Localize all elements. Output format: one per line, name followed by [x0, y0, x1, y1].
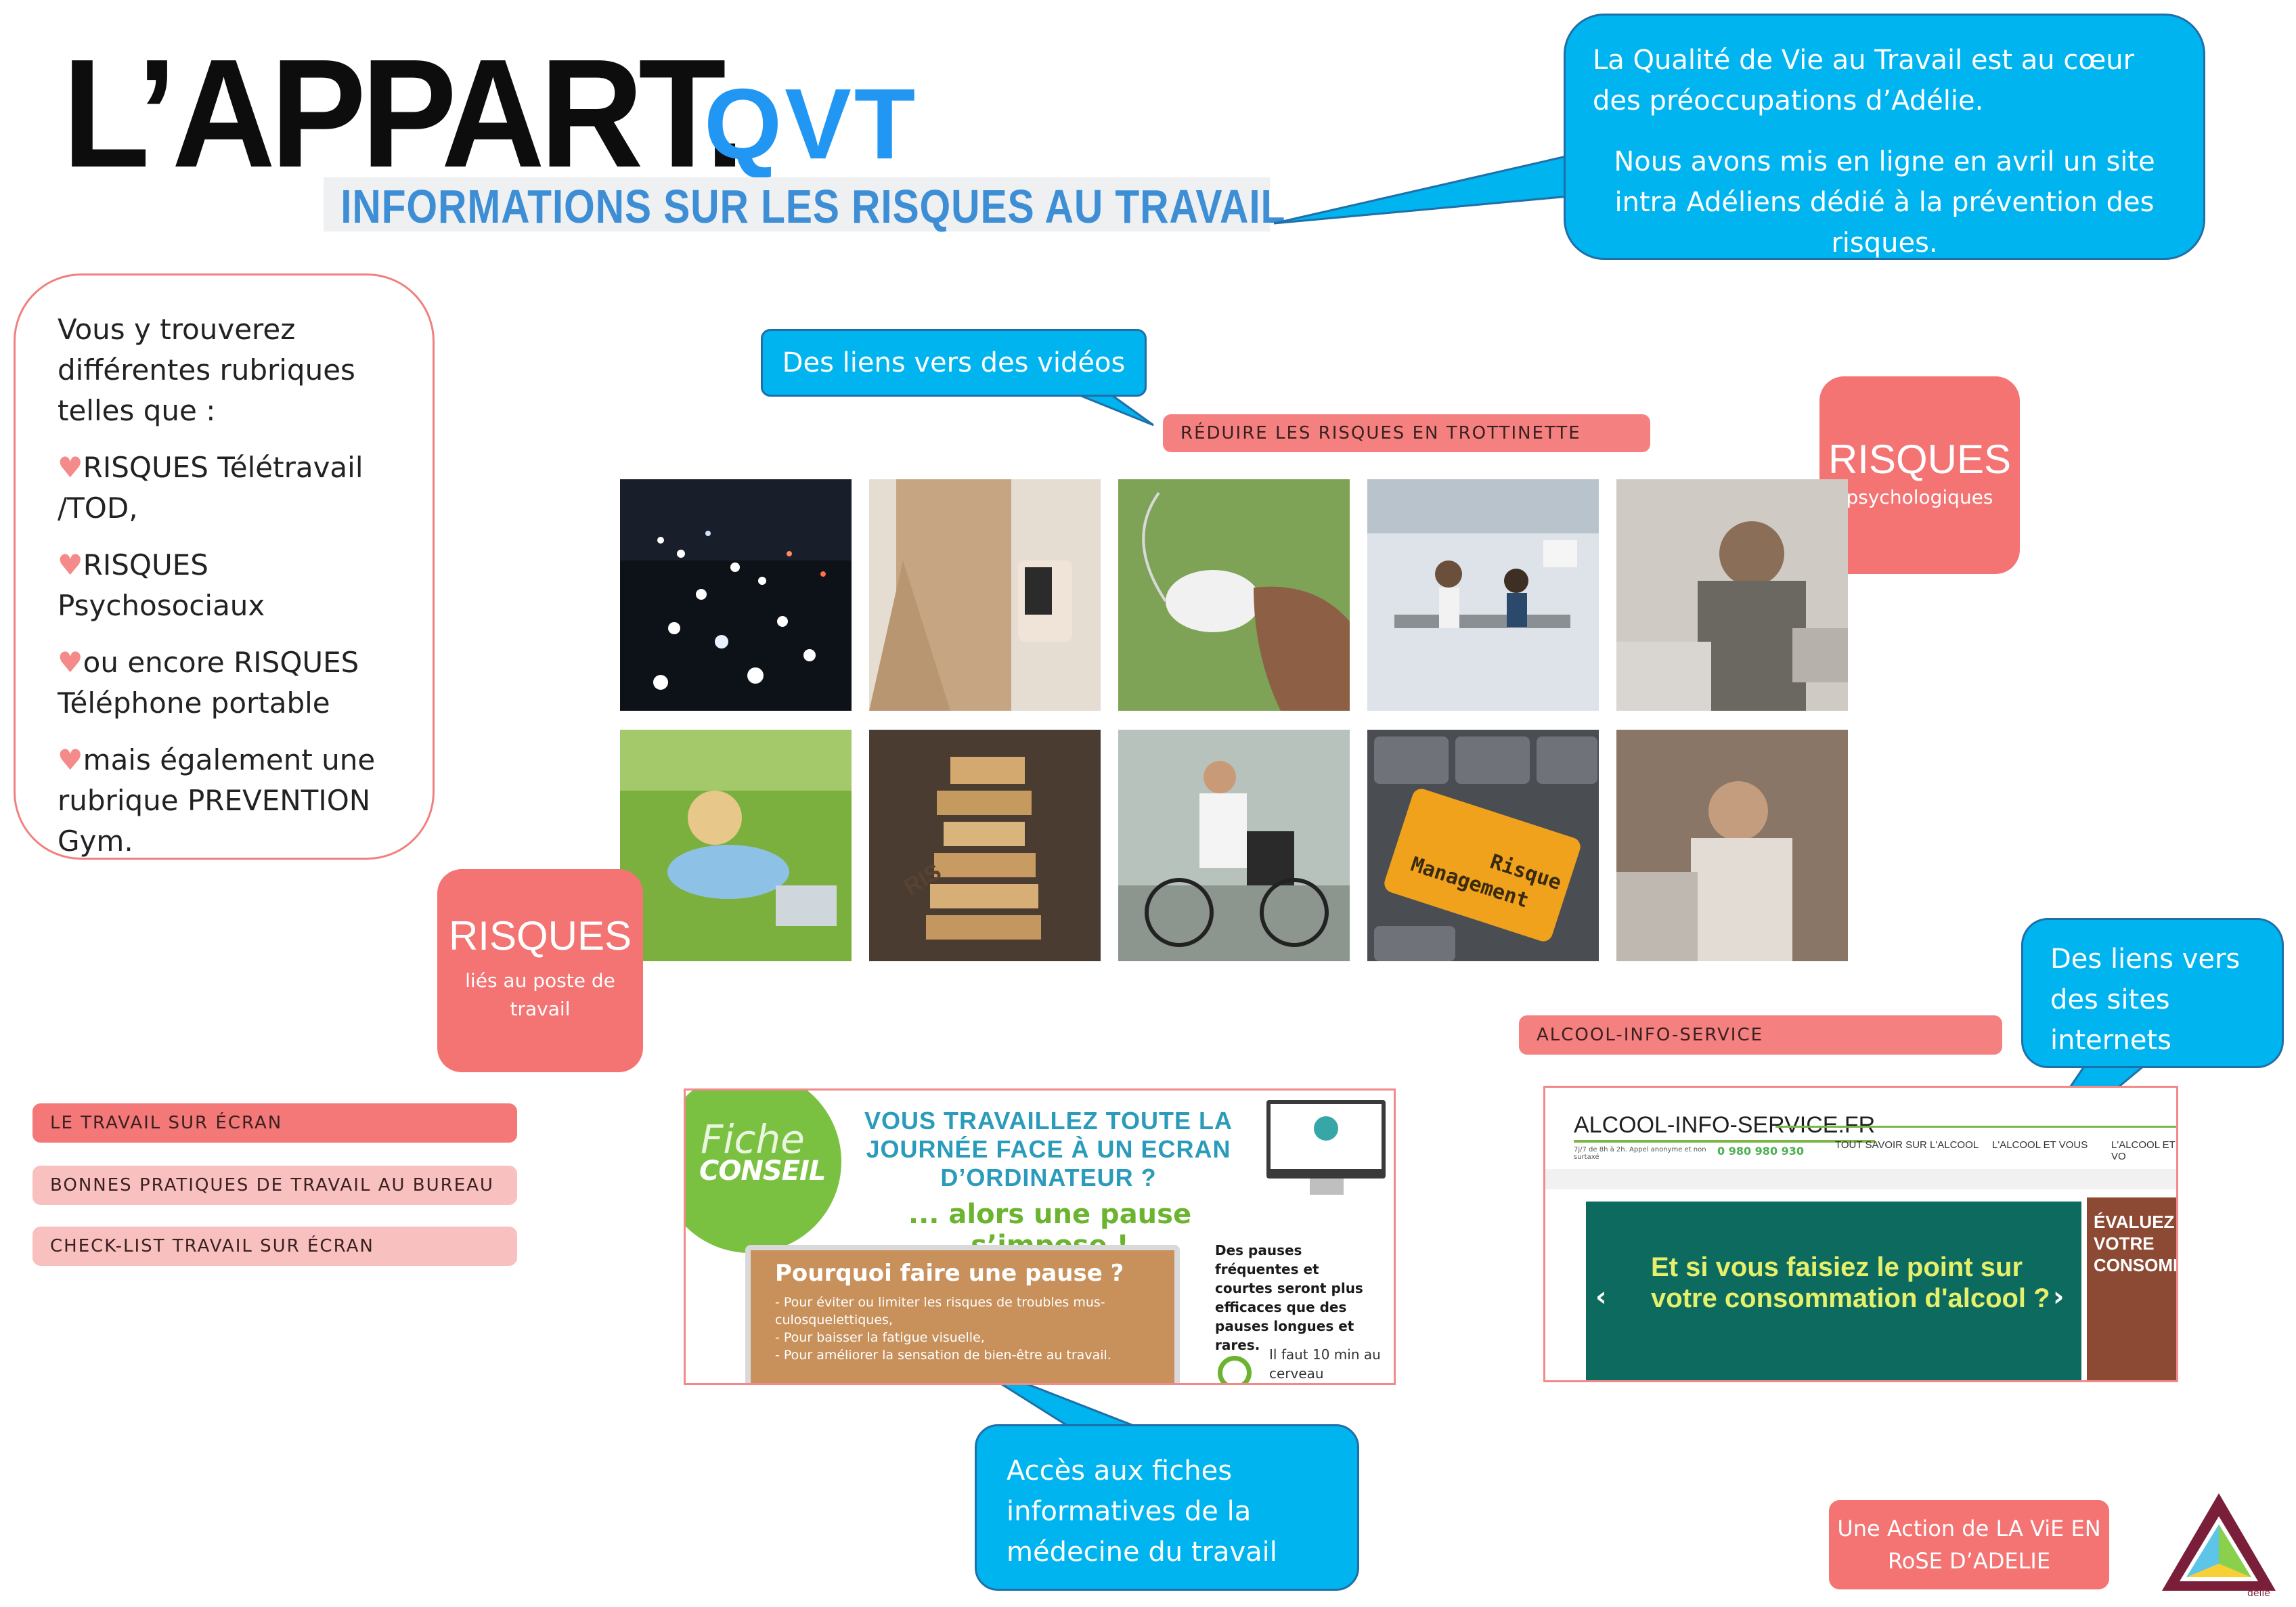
alcool-side-panel: ÉVALUEZ VOTRE CONSOMMA	[2087, 1197, 2176, 1380]
fiche-tag-strong: CONSEIL	[699, 1155, 826, 1187]
risques-psychologiques-button[interactable]: RISQUES psychologiques	[1819, 376, 2020, 574]
photo-jenga-risk[interactable]: RIS	[869, 730, 1101, 961]
rubriques-intro: Vous y trouverez différentes rubriques t…	[58, 313, 355, 427]
rubrique-item: ♥mais également une rubrique PREVENTION …	[58, 743, 376, 858]
page-subtitle-text: INFORMATIONS SUR LES RISQUES AU TRAVAIL	[340, 180, 1286, 233]
rubrique-item: ♥RISQUES Psychosociaux	[58, 548, 265, 622]
checklist-ecran-link[interactable]: CHECK-LIST TRAVAIL SUR ÉCRAN	[32, 1227, 517, 1266]
heart-icon: ♥	[58, 451, 83, 484]
logo-accent: QVT	[704, 68, 919, 180]
fiche-board-line: culosquelettiques,	[775, 1313, 893, 1327]
intro-line-2: Nous avons mis en ligne en avril un site…	[1614, 146, 2155, 259]
alcool-hero: ‹ Et si vous faisiez le point sur votre …	[1586, 1202, 2081, 1380]
rubrique-item: ♥RISQUES Télétravail /TOD,	[58, 451, 363, 525]
logo-wordmark: L’APPART.	[62, 28, 745, 200]
alcool-gray-bar	[1545, 1169, 2176, 1189]
photo-cyclist[interactable]	[1118, 730, 1350, 961]
monitor-icon	[1266, 1100, 1386, 1179]
intro-line-1: La Qualité de Vie au Travail est au cœur…	[1593, 45, 2135, 116]
photo-woman-grass[interactable]	[620, 730, 852, 961]
photo-traffic-night[interactable]	[620, 479, 852, 711]
monitor-logo	[1314, 1116, 1338, 1141]
intro-bubble: La Qualité de Vie au Travail est au cœur…	[1564, 14, 2205, 260]
sites-callout: Des liens vers des sites internets	[2021, 918, 2284, 1068]
heart-icon: ♥	[58, 743, 83, 776]
trottinette-link[interactable]: RÉDUIRE LES RISQUES EN TROTTINETTE	[1163, 414, 1650, 452]
tail-videos	[1076, 393, 1154, 426]
risques-poste-button[interactable]: RISQUES liés au poste de travail	[437, 869, 643, 1072]
risk-title: RISQUES	[448, 913, 632, 959]
adelie-logo-icon: délie	[2162, 1493, 2276, 1598]
alcool-side-text: ÉVALUEZ VOTRE CONSOMMA	[2094, 1212, 2176, 1275]
rubrique-item: ♥ou encore RISQUES Téléphone portable	[58, 646, 359, 720]
fiche-conseil-preview[interactable]: Fiche CONSEIL VOUS TRAVAILLEZ TOUTE LA J…	[684, 1088, 1396, 1385]
alcool-site-logo: ALCOOL-INFO-SERVICE.FR	[1574, 1112, 1876, 1143]
bonnes-pratiques-link[interactable]: BONNES PRATIQUES DE TRAVAIL AU BUREAU	[32, 1166, 517, 1205]
fiche-board-title: Pourquoi faire une pause ?	[775, 1260, 1124, 1287]
videos-callout: Des liens vers des vidéos	[761, 329, 1147, 397]
chevron-left-icon: ‹	[1595, 1281, 1607, 1313]
alcool-hero-text: Et si vous faisiez le point sur votre co…	[1651, 1252, 2050, 1313]
risk-subtitle: liés au poste de travail	[465, 969, 615, 1020]
fiches-callout: Accès aux fiches informatives de la méde…	[975, 1424, 1359, 1591]
fiche-headline: VOUS TRAVAILLEZ TOUTE LA JOURNÉE FACE À …	[864, 1107, 1233, 1191]
logo-text: délie	[2247, 1588, 2270, 1598]
fiche-board-line: - Pour éviter ou limiter les risques de …	[775, 1295, 1105, 1310]
alcool-menu-bar	[1775, 1126, 2176, 1128]
monitor-stand	[1310, 1179, 1344, 1195]
risk-title: RISQUES	[1828, 437, 2012, 482]
rubriques-box: Vous y trouverez différentes rubriques t…	[14, 273, 435, 860]
photo-keyboard-risk[interactable]: Risque Management	[1367, 730, 1599, 961]
risk-subtitle: psychologiques	[1846, 486, 1993, 508]
heart-icon: ♥	[58, 548, 83, 581]
action-badge: Une Action de LA ViE EN RoSE D’ADELIE	[1829, 1500, 2109, 1589]
fiche-board-line: - Pour améliorer la sensation de bien-êt…	[775, 1348, 1111, 1363]
photo-phone-user[interactable]	[869, 479, 1101, 711]
alcool-menu-item: L'ALCOOL ET VO	[2111, 1139, 2176, 1162]
photo-office-team[interactable]	[1367, 479, 1599, 711]
alcool-site-phone: 0 980 980 930	[1717, 1145, 1805, 1158]
tail-intro	[1273, 154, 1570, 225]
alcool-menu-item: L'ALCOOL ET VOUS	[1992, 1139, 2088, 1151]
photo-laptop-man[interactable]	[1616, 730, 1848, 961]
fiche-board-line: - Pour baisser la fatigue visuelle,	[775, 1330, 985, 1345]
fiche-side-text: Des pauses fréquentes et courtes seront …	[1215, 1242, 1363, 1353]
alcool-site-preview[interactable]: ALCOOL-INFO-SERVICE.FR 7j/7 de 8h à 2h. …	[1543, 1086, 2178, 1382]
fiche-tag: Fiche	[701, 1116, 805, 1162]
fiche-side-text-2: Il faut 10 min au cerveau	[1269, 1346, 1381, 1382]
alcool-info-service-link[interactable]: ALCOOL-INFO-SERVICE	[1519, 1015, 2002, 1055]
fiche-board: Pourquoi faire une pause ? - Pour éviter…	[745, 1245, 1180, 1383]
photo-mouse-hand[interactable]	[1118, 479, 1350, 711]
alcool-site-tagline: 7j/7 de 8h à 2h. Appel anonyme et non su…	[1574, 1146, 1706, 1161]
stopwatch-icon	[1218, 1356, 1252, 1383]
page-subtitle: INFORMATIONS SUR LES RISQUES AU TRAVAIL	[324, 177, 1285, 233]
alcool-menu-item: TOUT SAVOIR SUR L'ALCOOL	[1835, 1139, 1979, 1151]
chevron-right-icon: ›	[2053, 1281, 2065, 1313]
photo-stressed-man[interactable]	[1616, 479, 1848, 711]
heart-icon: ♥	[58, 646, 83, 679]
travail-ecran-link[interactable]: LE TRAVAIL SUR ÉCRAN	[32, 1103, 517, 1143]
